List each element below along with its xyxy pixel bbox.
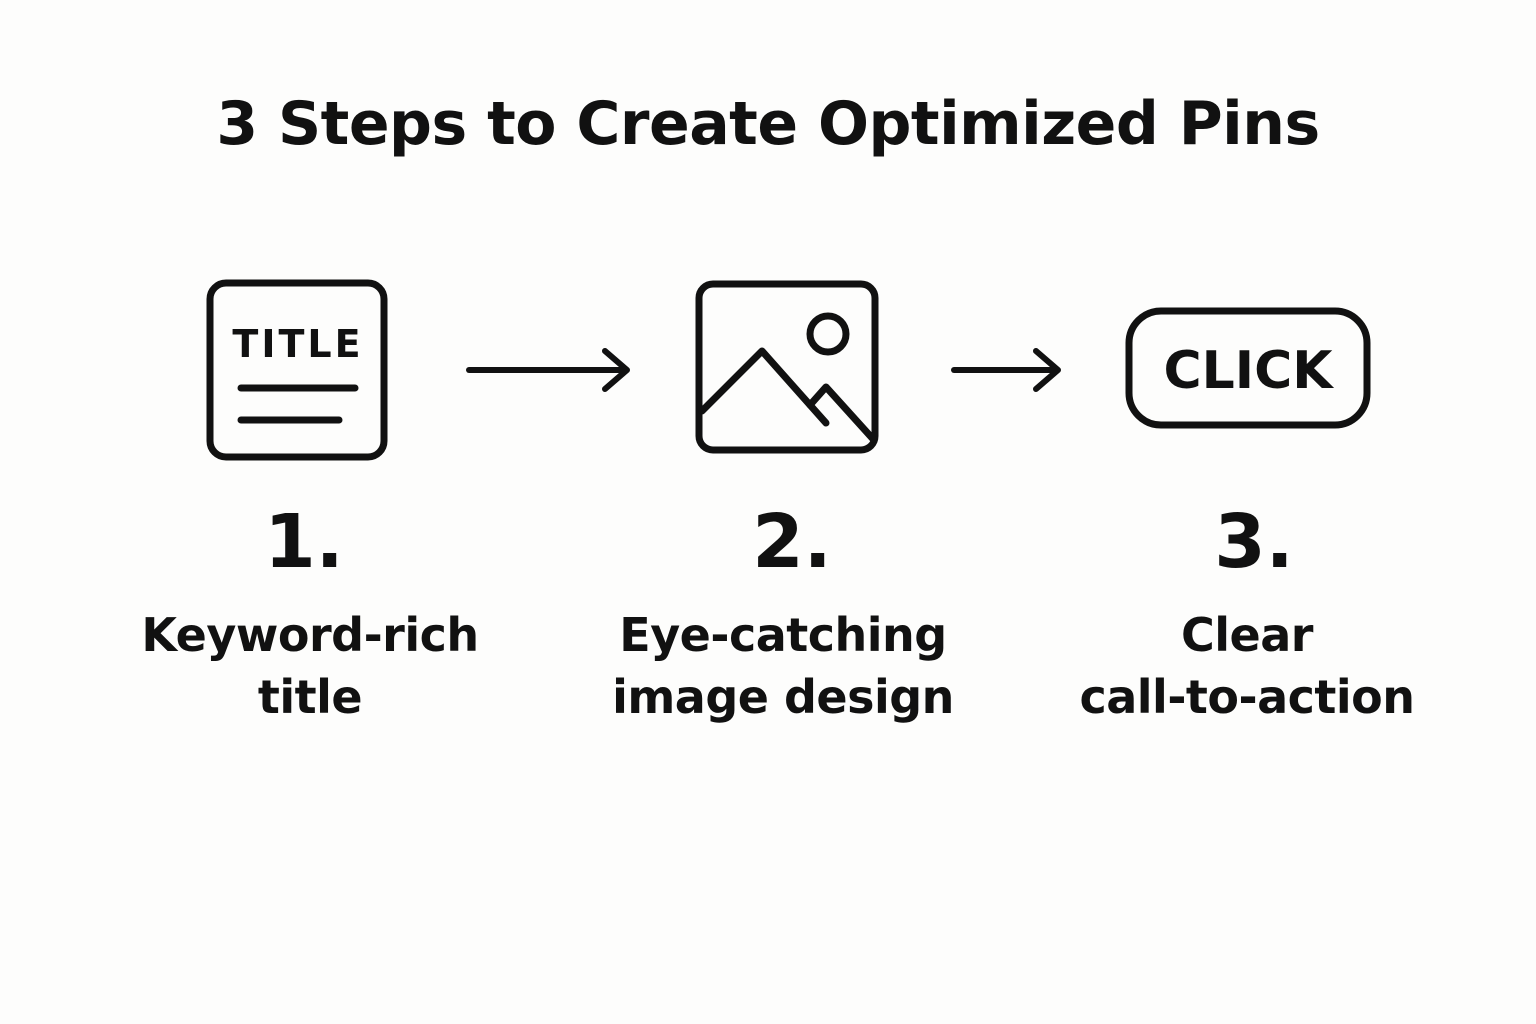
step-3-description: Clear call-to-action — [1027, 604, 1467, 728]
step-1-description-line-1: Keyword-rich — [141, 608, 479, 662]
step-2-description-line-1: Eye-catching — [619, 608, 947, 662]
step-3-number: 3. — [1214, 499, 1294, 585]
arrow-right-icon — [466, 348, 630, 392]
title-card-text: TITLE — [232, 322, 363, 366]
step-3-description-line-2: call-to-action — [1079, 670, 1415, 724]
step-1-number: 1. — [264, 499, 344, 585]
page-title: 3 Steps to Create Optimized Pins — [216, 89, 1320, 159]
click-button-text: CLICK — [1163, 341, 1334, 401]
step-3-description-line-1: Clear — [1181, 608, 1313, 662]
click-button-icon: CLICK — [1125, 307, 1371, 429]
step-2-description-line-2: image design — [612, 670, 954, 724]
step-1-description: Keyword-rich title — [90, 604, 530, 728]
step-2-description: Eye-catching image design — [563, 604, 1003, 728]
arrow-right-icon — [951, 348, 1061, 392]
title-card-icon: TITLE — [206, 279, 388, 461]
image-icon — [695, 280, 879, 454]
step-1-description-line-2: title — [257, 670, 363, 724]
step-2-number: 2. — [752, 499, 832, 585]
